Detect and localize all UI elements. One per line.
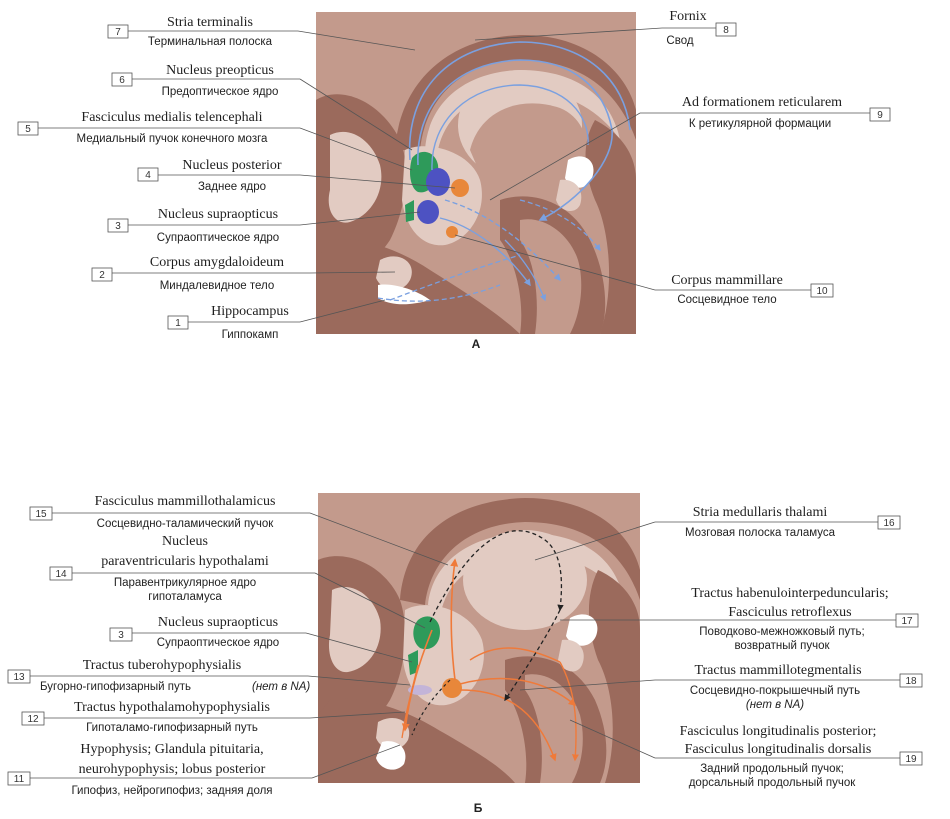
svg-text:Заднее ядро: Заднее ядро bbox=[198, 181, 266, 193]
svg-text:15: 15 bbox=[35, 509, 47, 520]
svg-text:Гиппокамп: Гиппокамп bbox=[222, 329, 279, 341]
svg-text:11: 11 bbox=[14, 774, 25, 785]
svg-text:5: 5 bbox=[25, 124, 31, 135]
svg-text:Супраоптическое ядро: Супраоптическое ядро bbox=[157, 637, 279, 649]
svg-text:9: 9 bbox=[877, 110, 883, 121]
svg-text:возвратный пучок: возвратный пучок bbox=[734, 640, 830, 652]
svg-text:3: 3 bbox=[115, 221, 121, 232]
svg-text:Предоптическое ядро: Предоптическое ядро bbox=[162, 86, 279, 98]
svg-text:Fasciculus longitudinalis post: Fasciculus longitudinalis posterior; bbox=[680, 724, 877, 739]
svg-text:Поводково-межножковый путь;: Поводково-межножковый путь; bbox=[699, 626, 864, 638]
svg-text:Миндалевидное тело: Миндалевидное тело bbox=[160, 280, 275, 292]
svg-text:Fornix: Fornix bbox=[669, 9, 706, 24]
svg-text:Stria medullaris thalami: Stria medullaris thalami bbox=[693, 505, 828, 520]
svg-text:Fasciculus mammillothalamicus: Fasciculus mammillothalamicus bbox=[95, 494, 276, 509]
svg-text:Ad formationem reticularem: Ad formationem reticularem bbox=[682, 95, 842, 110]
svg-text:Паравентрикулярное ядро: Паравентрикулярное ядро bbox=[114, 577, 256, 589]
svg-text:Бугорно-гипофизарный путь: Бугорно-гипофизарный путь bbox=[40, 681, 191, 693]
svg-text:гипоталамуса: гипоталамуса bbox=[148, 591, 222, 603]
svg-text:4: 4 bbox=[145, 170, 151, 181]
svg-text:(нет в NA): (нет в NA) bbox=[252, 681, 310, 693]
svg-text:Fasciculus medialis telencepha: Fasciculus medialis telencephali bbox=[81, 110, 262, 125]
svg-text:14: 14 bbox=[55, 569, 67, 580]
panel-a-brain-illustration bbox=[316, 12, 636, 334]
svg-text:Nucleus supraopticus: Nucleus supraopticus bbox=[158, 207, 278, 222]
svg-text:Nucleus posterior: Nucleus posterior bbox=[182, 158, 281, 173]
svg-text:6: 6 bbox=[119, 75, 125, 86]
panel-b-label: Б bbox=[474, 801, 483, 815]
svg-text:Мозговая полоска таламуса: Мозговая полоска таламуса bbox=[685, 527, 836, 539]
svg-text:3: 3 bbox=[118, 630, 124, 641]
svg-text:Hypophysis; Glandula pituitari: Hypophysis; Glandula pituitaria, bbox=[80, 742, 263, 757]
svg-text:16: 16 bbox=[883, 518, 895, 529]
svg-text:дорсальный продольный пучок: дорсальный продольный пучок bbox=[689, 777, 857, 789]
svg-text:Медиальный пучок конечного моз: Медиальный пучок конечного мозга bbox=[77, 133, 268, 145]
svg-text:(нет в NA): (нет в NA) bbox=[746, 699, 804, 711]
svg-text:Сосцевидно-покрышечный путь: Сосцевидно-покрышечный путь bbox=[690, 685, 860, 697]
svg-text:7: 7 bbox=[115, 27, 121, 38]
svg-text:Nucleus: Nucleus bbox=[162, 534, 208, 549]
svg-text:Супраоптическое ядро: Супраоптическое ядро bbox=[157, 232, 279, 244]
svg-text:Tractus habenulointerpeduncula: Tractus habenulointerpeduncularis; bbox=[691, 586, 888, 601]
svg-text:Задний продольный пучок;: Задний продольный пучок; bbox=[700, 763, 844, 775]
svg-text:Терминальная полоска: Терминальная полоска bbox=[148, 36, 273, 48]
svg-text:Сосцевидно-таламический пучок: Сосцевидно-таламический пучок bbox=[97, 518, 275, 530]
svg-text:Stria terminalis: Stria terminalis bbox=[167, 15, 253, 30]
svg-text:Гипоталамо-гипофизарный путь: Гипоталамо-гипофизарный путь bbox=[86, 722, 258, 734]
svg-text:Nucleus supraopticus: Nucleus supraopticus bbox=[158, 615, 278, 630]
svg-text:18: 18 bbox=[905, 676, 917, 687]
svg-text:19: 19 bbox=[905, 754, 917, 765]
svg-text:Tractus tuberohypophysialis: Tractus tuberohypophysialis bbox=[83, 658, 242, 673]
svg-text:Гипофиз, нейрогипофиз; задняя: Гипофиз, нейрогипофиз; задняя доля bbox=[71, 785, 272, 797]
svg-text:13: 13 bbox=[13, 672, 25, 683]
svg-text:17: 17 bbox=[901, 616, 913, 627]
panel-a-label: А bbox=[472, 337, 481, 351]
svg-text:Сосцевидное тело: Сосцевидное тело bbox=[677, 294, 776, 306]
svg-text:Tractus mammillotegmentalis: Tractus mammillotegmentalis bbox=[694, 663, 861, 678]
svg-text:Tractus hypothalamohypophysial: Tractus hypothalamohypophysialis bbox=[74, 700, 270, 715]
svg-text:2: 2 bbox=[99, 270, 105, 281]
svg-text:Corpus mammillare: Corpus mammillare bbox=[671, 273, 783, 288]
svg-text:Fasciculus longitudinalis dors: Fasciculus longitudinalis dorsalis bbox=[685, 742, 872, 757]
panel-b-brain-illustration bbox=[318, 493, 640, 783]
svg-text:neurohypophysis; lobus posteri: neurohypophysis; lobus posterior bbox=[79, 762, 266, 777]
svg-text:paraventricularis hypothalami: paraventricularis hypothalami bbox=[101, 554, 269, 569]
svg-text:Corpus amygdaloideum: Corpus amygdaloideum bbox=[150, 255, 284, 270]
svg-text:Свод: Свод bbox=[666, 35, 693, 47]
svg-text:8: 8 bbox=[723, 25, 729, 36]
svg-text:10: 10 bbox=[816, 286, 828, 297]
svg-text:К ретикулярной формации: К ретикулярной формации bbox=[689, 118, 831, 130]
svg-text:Fasciculus retroflexus: Fasciculus retroflexus bbox=[728, 605, 851, 620]
svg-text:12: 12 bbox=[27, 714, 39, 725]
svg-text:1: 1 bbox=[175, 318, 181, 329]
svg-text:Hippocampus: Hippocampus bbox=[211, 304, 289, 319]
svg-text:Nucleus preopticus: Nucleus preopticus bbox=[166, 63, 274, 78]
